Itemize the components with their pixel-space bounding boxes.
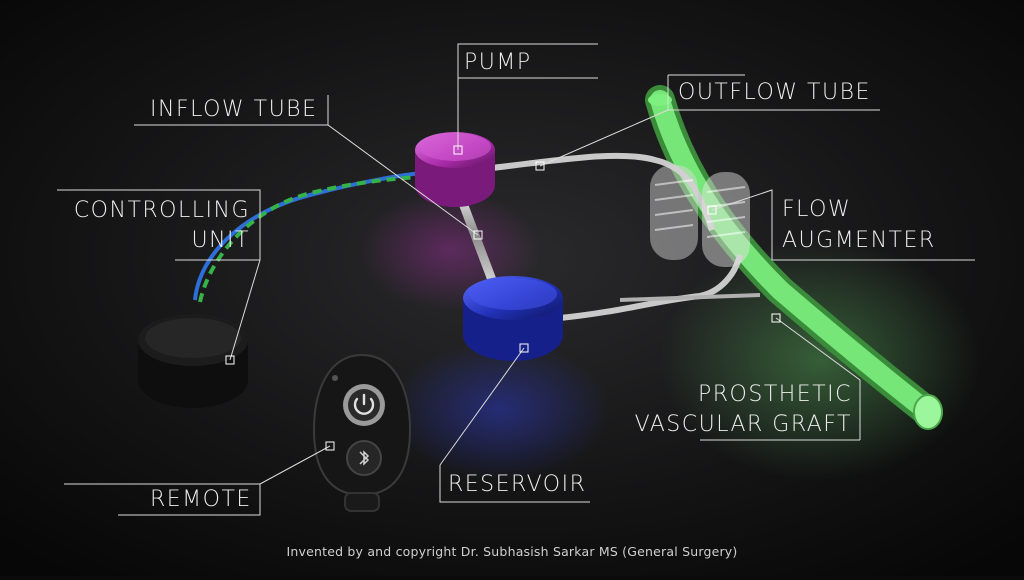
remote-label: REMOTE — [150, 487, 252, 512]
flow-augmenter-leader — [711, 189, 975, 261]
remote-box — [64, 483, 261, 516]
pump-leader — [457, 43, 598, 150]
reservoir-glow — [390, 340, 610, 480]
leader-lines — [57, 43, 975, 516]
controlling-unit — [138, 314, 248, 408]
pump-unit — [415, 132, 495, 207]
prosthetic-graft-label-line1: PROSTHETIC — [697, 382, 852, 407]
reservoir-label: RESERVOIR — [448, 472, 587, 497]
prosthetic-graft-leader — [775, 317, 861, 440]
power-icon — [343, 384, 385, 426]
copyright-caption: Invented by and copyright Dr. Subhasish … — [286, 544, 738, 559]
inflow-tube-label: INFLOW TUBE — [150, 97, 318, 122]
bluetooth-icon — [346, 440, 382, 476]
flow-augmenter-label-line1: FLOW — [782, 197, 852, 222]
controlling-unit-leader — [229, 259, 261, 361]
pump-label: PUMP — [464, 50, 532, 75]
anchor-markers — [225, 145, 781, 451]
controlling-unit-label-line1: CONTROLLING — [73, 198, 250, 223]
controlling-unit-box — [57, 189, 261, 260]
controlling-unit-label-line2: UNIT — [191, 228, 250, 253]
graft-glow — [660, 240, 980, 480]
reservoir-box — [439, 465, 590, 503]
prosthetic-graft-label-line2: VASCULAR GRAFT — [634, 412, 852, 437]
remote-device — [312, 353, 412, 512]
flow-augmenter — [650, 165, 750, 267]
reservoir-unit — [463, 276, 563, 361]
flow-augmenter-label-line2: AUGMENTER — [782, 228, 936, 253]
reservoir-leader — [439, 347, 525, 466]
prosthetic-vascular-graft — [645, 85, 943, 430]
remote-leader — [259, 445, 331, 485]
outflow-tube-label: OUTFLOW TUBE — [678, 80, 871, 105]
